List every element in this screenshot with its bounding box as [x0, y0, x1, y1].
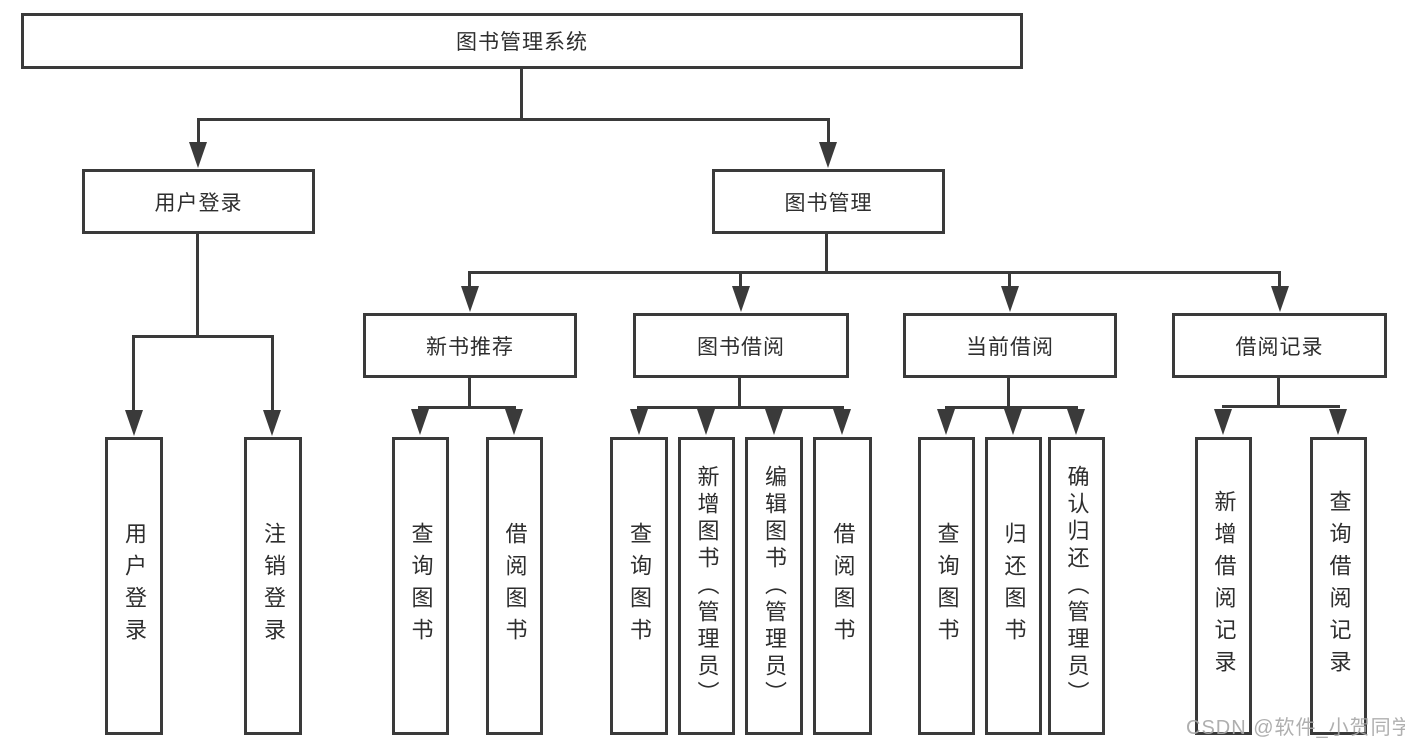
connector-newbook-stem [468, 377, 471, 408]
arrowhead-down-icon [765, 409, 783, 435]
connector-root-stem [520, 68, 523, 120]
arrowhead-down-icon [411, 409, 429, 435]
leaf-user-login: 用户登录 [105, 437, 163, 735]
connector-newbook-crossbar [418, 406, 516, 409]
leaf-add-borrow-record-label: 新增借阅记录 [1211, 490, 1237, 682]
connector-root-left-drop [197, 118, 200, 146]
arrowhead-down-icon [505, 409, 523, 435]
connector-manage-drop-3 [1008, 271, 1011, 288]
arrowhead-down-icon [1001, 286, 1019, 312]
leaf-query-books-2-label: 查询图书 [627, 522, 652, 650]
leaf-logout-label: 注销登录 [261, 522, 286, 650]
connector-records-crossbar [1222, 405, 1340, 408]
node-book-borrow-label: 图书借阅 [697, 335, 785, 359]
node-current-borrow-label: 当前借阅 [966, 335, 1054, 359]
leaf-borrow-books-2-label: 借阅图书 [830, 522, 856, 650]
connector-current-stem [1007, 377, 1010, 408]
leaf-edit-books-admin: 编辑图书（管理员） [745, 437, 803, 735]
connector-current-crossbar [945, 406, 1078, 409]
connector-login-crossbar [132, 335, 274, 338]
arrowhead-down-icon [937, 409, 955, 435]
arrowhead-down-icon [819, 142, 837, 168]
arrowhead-down-icon [1214, 409, 1232, 435]
node-borrow-records-label: 借阅记录 [1235, 335, 1324, 359]
arrowhead-down-icon [1067, 409, 1085, 435]
leaf-logout: 注销登录 [244, 437, 302, 735]
connector-login-left-drop [132, 335, 135, 412]
arrowhead-down-icon [189, 142, 207, 168]
arrowhead-down-icon [833, 409, 851, 435]
connector-manage-stem [825, 233, 828, 273]
node-user-login: 用户登录 [82, 169, 315, 234]
leaf-confirm-return-admin: 确认归还（管理员） [1048, 437, 1105, 735]
arrowhead-down-icon [1271, 286, 1289, 312]
arrowhead-down-icon [1004, 409, 1022, 435]
leaf-confirm-return-admin-label: 确认归还（管理员） [1064, 464, 1090, 708]
leaf-borrow-books-2: 借阅图书 [813, 437, 872, 735]
node-book-borrow: 图书借阅 [633, 313, 849, 378]
connector-login-stem [196, 233, 199, 337]
connector-records-stem [1277, 377, 1280, 407]
node-current-borrow: 当前借阅 [903, 313, 1117, 378]
leaf-user-login-label: 用户登录 [122, 522, 147, 650]
leaf-query-books-2: 查询图书 [610, 437, 668, 735]
arrowhead-down-icon [630, 409, 648, 435]
arrowhead-down-icon [697, 409, 715, 435]
arrowhead-down-icon [125, 410, 143, 436]
leaf-return-books-label: 归还图书 [1001, 522, 1027, 650]
connector-manage-drop-1 [468, 271, 471, 288]
connector-login-right-drop [271, 335, 274, 412]
leaf-add-books-admin-label: 新增图书（管理员） [694, 464, 720, 708]
connector-manage-drop-2 [739, 271, 742, 288]
leaf-query-borrow-record: 查询借阅记录 [1310, 437, 1367, 735]
arrowhead-down-icon [263, 410, 281, 436]
node-new-book-recommend-label: 新书推荐 [426, 335, 514, 359]
arrowhead-down-icon [732, 286, 750, 312]
leaf-add-books-admin: 新增图书（管理员） [678, 437, 735, 735]
connector-root-right-drop [827, 118, 830, 146]
leaf-borrow-books-1-label: 借阅图书 [502, 522, 528, 650]
node-book-management-label: 图书管理 [784, 191, 873, 215]
leaf-query-books-1-label: 查询图书 [408, 522, 434, 650]
leaf-query-books-3: 查询图书 [918, 437, 975, 735]
leaf-query-books-3-label: 查询图书 [934, 522, 960, 650]
connector-manage-drop-4 [1278, 271, 1281, 288]
leaf-return-books: 归还图书 [985, 437, 1042, 735]
connector-manage-crossbar [468, 271, 1281, 274]
node-borrow-records: 借阅记录 [1172, 313, 1387, 378]
node-root-label: 图书管理系统 [456, 31, 588, 54]
node-user-login-label: 用户登录 [154, 191, 243, 215]
watermark: CSDN @软件_小贺同学 [1186, 717, 1405, 739]
connector-borrow-crossbar [637, 406, 844, 409]
leaf-query-books-1: 查询图书 [392, 437, 449, 735]
node-book-management: 图书管理 [712, 169, 945, 234]
arrowhead-down-icon [1329, 409, 1347, 435]
node-new-book-recommend: 新书推荐 [363, 313, 577, 378]
connector-root-crossbar [197, 118, 830, 121]
leaf-edit-books-admin-label: 编辑图书（管理员） [762, 464, 787, 708]
node-root: 图书管理系统 [21, 13, 1023, 69]
leaf-query-borrow-record-label: 查询借阅记录 [1326, 490, 1352, 682]
leaf-add-borrow-record: 新增借阅记录 [1195, 437, 1252, 735]
leaf-borrow-books-1: 借阅图书 [486, 437, 543, 735]
connector-borrow-stem [738, 377, 741, 408]
arrowhead-down-icon [461, 286, 479, 312]
